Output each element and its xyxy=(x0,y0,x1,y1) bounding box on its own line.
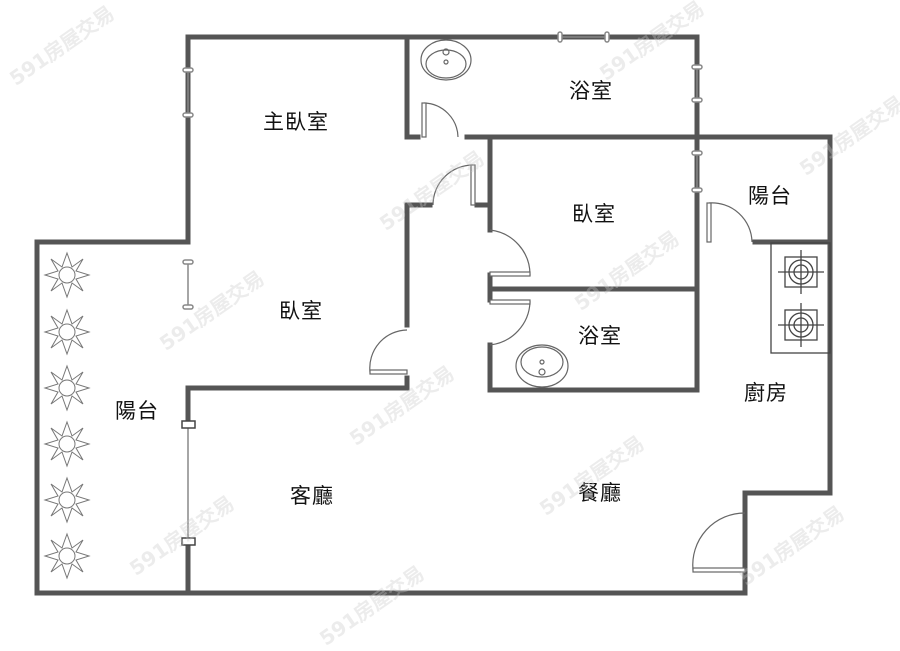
room-label-kitchen: 廚房 xyxy=(744,381,788,405)
flower-icon xyxy=(43,420,91,468)
sink-icon xyxy=(515,344,569,388)
room-label-master-bedroom: 主臥室 xyxy=(263,110,329,134)
doors xyxy=(369,102,753,573)
room-label-balcony: 陽台 xyxy=(115,399,159,423)
windows xyxy=(181,31,703,546)
room-label-balcony: 陽台 xyxy=(748,184,792,208)
flower-pots xyxy=(43,251,91,580)
walls xyxy=(34,34,833,596)
room-label-bathroom: 浴室 xyxy=(578,324,622,348)
stove-icon xyxy=(770,242,831,354)
room-label-bathroom: 浴室 xyxy=(569,79,613,103)
sink-icon xyxy=(420,39,472,81)
room-label-bedroom: 臥室 xyxy=(572,202,616,226)
flower-icon xyxy=(43,251,91,299)
room-label-dining-room: 餐廳 xyxy=(578,481,622,505)
flower-icon xyxy=(43,476,91,524)
flower-icon xyxy=(43,364,91,412)
room-label-living-room: 客廳 xyxy=(290,484,334,508)
flower-icon xyxy=(43,308,91,356)
room-label-bedroom: 臥室 xyxy=(279,299,323,323)
flower-icon xyxy=(43,532,91,580)
